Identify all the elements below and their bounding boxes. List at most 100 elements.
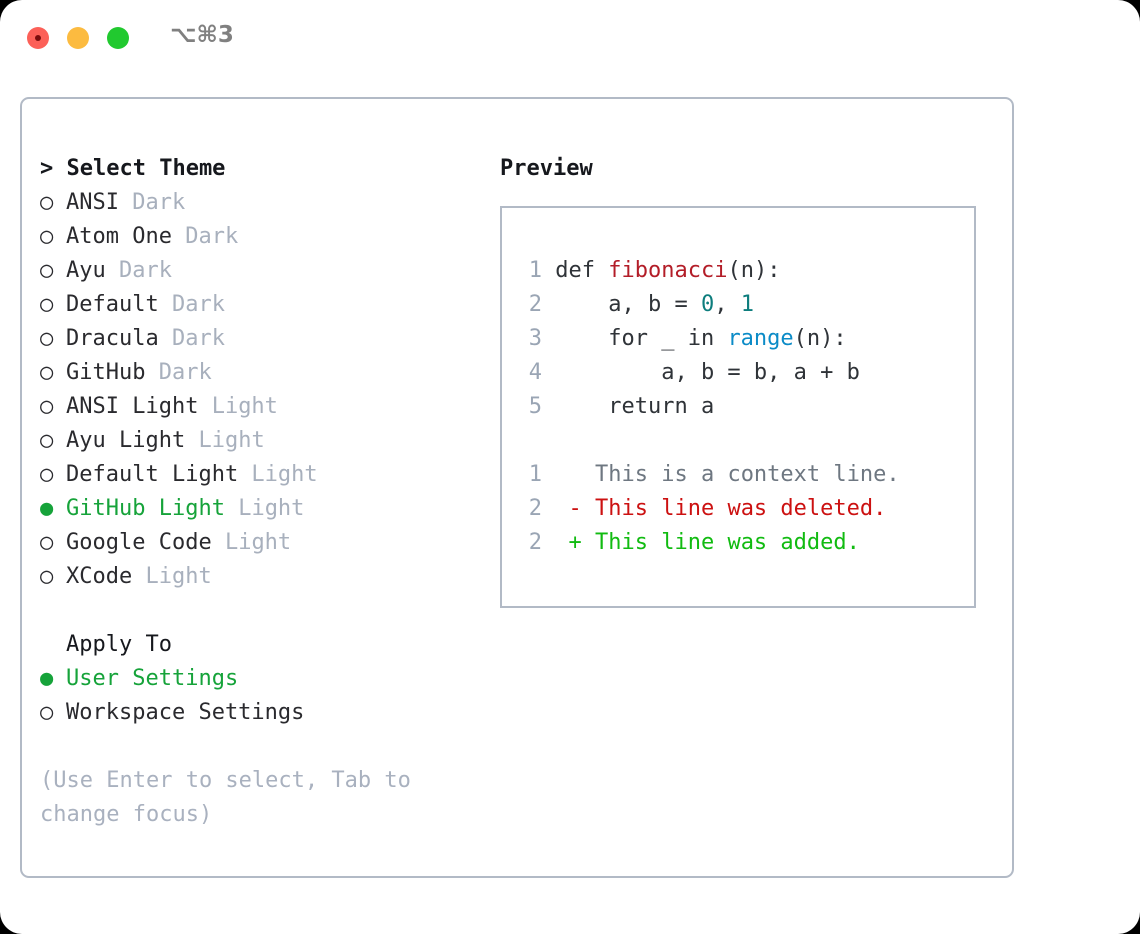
code-line: 3 for _ in range(n): [514,322,974,356]
diff-line-text: This line was added. [581,530,860,555]
preview-heading: Preview [500,156,593,181]
theme-option-tag: Light [198,394,278,419]
theme-option-github-light[interactable]: ● GitHub Light Light [40,492,480,526]
theme-option-label: Google Code [66,530,212,555]
diff-line-text: This line was deleted. [581,496,887,521]
theme-option-ansi[interactable]: ○ ANSI Dark [40,186,480,220]
keyboard-shortcut-label: ⌥⌘3 [170,22,234,48]
diff-line-number: 2 [528,530,542,555]
diff-line-del: 2 - This line was deleted. [514,492,974,526]
apply-to-heading: Apply To [66,632,172,657]
maximize-button-icon[interactable] [107,27,129,49]
keyboard-hint-text: (Use Enter to select, Tab to change focu… [40,768,411,827]
code-token-num: 0 [700,292,715,317]
diff-line-sign: + [568,530,582,555]
theme-option-label: Dracula [66,326,159,351]
theme-option-tag: Light [185,428,265,453]
theme-option-google-code[interactable]: ○ Google Code Light [40,526,480,560]
code-token-plain: a, b = b, a + b [555,360,860,385]
radio-unselected-icon: ○ [40,564,54,589]
minimize-button-icon[interactable] [67,27,89,49]
theme-option-tag: Light [238,462,318,487]
theme-option-tag: Dark [158,292,225,317]
code-token-plain: (n): [727,258,781,283]
theme-option-tag: Dark [105,258,172,283]
theme-option-label: XCode [66,564,133,589]
radio-unselected-icon: ○ [40,428,54,453]
code-token-plain: return a [555,394,715,419]
apply-to-option-workspace-settings[interactable]: ○ Workspace Settings [40,696,480,730]
code-token-fn: fibonacci [608,258,728,283]
code-line-number: 4 [528,360,542,385]
list-spacer [40,594,480,628]
theme-option-xcode[interactable]: ○XCode Light [40,560,480,594]
radio-unselected-icon: ○ [40,394,54,419]
apply-to-option-user-settings[interactable]: ● User Settings [40,662,480,696]
theme-option-ansi-light[interactable]: ○ ANSI Light Light [40,390,480,424]
radio-unselected-icon: ○ [40,530,54,555]
theme-option-tag: Dark [145,360,212,385]
theme-option-label: GitHub [66,360,146,385]
code-line: 2 a, b = 0, 1 [514,288,974,322]
main-panel: > Select Theme ○ANSI Dark○Atom One Dark○… [20,97,1014,878]
radio-unselected-icon: ○ [40,326,54,351]
code-token-plain: def [555,258,609,283]
close-button-icon[interactable] [27,27,49,49]
radio-unselected-icon: ○ [40,700,54,725]
code-line-number: 2 [528,292,542,317]
theme-list-heading: > Select Theme [40,156,226,181]
theme-option-tag: Light [211,530,292,555]
theme-option-label: Ayu [66,258,106,283]
theme-option-atom-one[interactable]: ○Atom One Dark [40,220,480,254]
radio-selected-icon: ● [40,496,54,521]
theme-option-tag: Dark [118,190,186,215]
diff-line-add: 2 + This line was added. [514,526,974,560]
apply-to-option-label: User Settings [66,666,239,691]
code-token-num: 1 [740,292,754,317]
theme-option-default[interactable]: ○ Default Dark [40,288,480,322]
diff-line-number: 1 [528,462,542,487]
code-line: 1 def fibonacci(n): [514,254,974,288]
apply-to-option-label: Workspace Settings [66,700,305,725]
theme-option-label: ANSI [66,190,119,215]
radio-unselected-icon: ○ [40,190,54,215]
radio-unselected-icon: ○ [40,292,54,317]
code-line-number: 1 [528,258,542,283]
preview-column: Preview 1 def fibonacci(n):2 a, b = 0, 1… [500,152,996,608]
code-line: 5 return a [514,390,974,424]
radio-unselected-icon: ○ [40,224,54,249]
theme-option-label: Atom One [66,224,172,249]
theme-option-ayu-light[interactable]: ○Ayu Light Light [40,424,480,458]
code-token-plain: a, b = [555,292,701,317]
theme-option-tag: Light [224,496,305,521]
theme-option-default-light[interactable]: ○Default Light Light [40,458,480,492]
diff-line-sign: - [568,496,582,521]
code-line-number: 5 [528,394,542,419]
code-line-number: 3 [528,326,542,351]
theme-option-github[interactable]: ○ GitHub Dark [40,356,480,390]
radio-unselected-icon: ○ [40,462,54,487]
theme-option-label: GitHub Light [66,496,225,521]
theme-option-ayu[interactable]: ○ Ayu Dark [40,254,480,288]
code-line: 4 a, b = b, a + b [514,356,974,390]
theme-option-dracula[interactable]: ○Dracula Dark [40,322,480,356]
code-token-plain: , [714,292,741,317]
radio-unselected-icon: ○ [40,258,54,283]
diff-line-sign [569,462,582,487]
diff-line-ctx: 1 This is a context line. [514,458,974,492]
theme-option-label: ANSI Light [66,394,199,419]
radio-selected-icon: ● [40,666,54,691]
theme-option-label: Default [66,292,159,317]
title-bar: ⌥⌘3 [0,0,1140,76]
code-token-plain: for _ in [555,326,728,351]
diff-line-text: This is a context line. [581,462,900,487]
diff-sample: 1 This is a context line.2 - This line w… [514,458,974,560]
code-token-plain: (n): [793,326,847,351]
code-token-call: range [727,326,794,351]
code-diff-separator [514,424,974,458]
hint-spacer [40,730,480,764]
radio-unselected-icon: ○ [40,360,54,385]
